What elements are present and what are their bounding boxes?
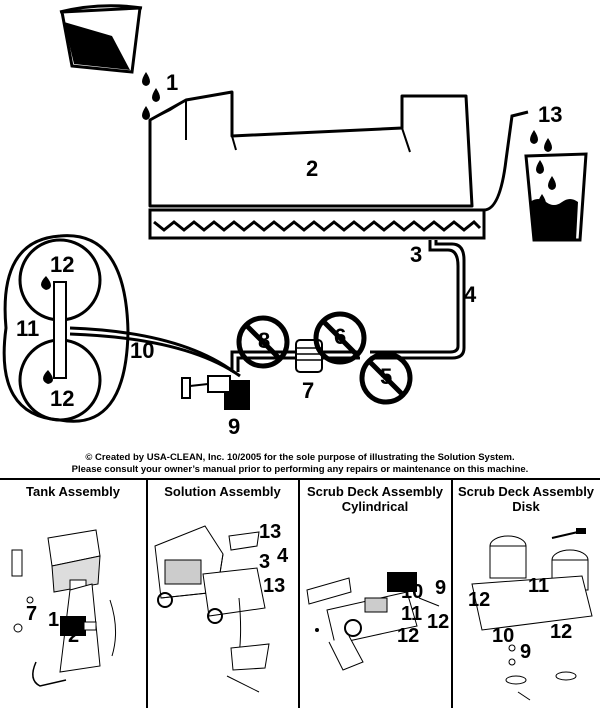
callout-2: 2 [306, 156, 319, 181]
panel-number: 12 [468, 589, 491, 611]
solution-system-diagram [2, 4, 588, 423]
tank-assembly-drawing [11, 529, 116, 687]
panel-number: 1 [48, 609, 60, 631]
panel-number: 3 [259, 551, 271, 573]
callout-5: 5 [380, 364, 393, 389]
panel-number: 9 [520, 641, 532, 663]
pouring-bucket [59, 4, 143, 74]
callout-12-bottom: 12 [50, 386, 75, 411]
callout-13: 13 [538, 102, 563, 127]
panel-number: 4 [277, 545, 289, 567]
callout-6: 6 [334, 324, 347, 349]
panel-number: 10 [492, 625, 515, 647]
solenoid-valve [181, 375, 250, 410]
crossed-circles [236, 311, 413, 405]
panel-number: 12 [397, 625, 420, 647]
callout-9: 9 [228, 414, 241, 439]
scrub-deck [2, 234, 130, 423]
callout-1: 1 [166, 70, 179, 95]
panel-number: 13 [259, 521, 282, 543]
scrub-deck-disk-drawing [471, 528, 593, 701]
callout-12-top: 12 [50, 252, 75, 277]
assembly-panels: Tank Assembly 7 1 2 Solution Assembly [0, 478, 600, 708]
panel-tank-assembly: Tank Assembly 7 1 2 [0, 480, 146, 708]
panel-number: 10 [401, 581, 424, 603]
copyright-line-2: Please consult your owner’s manual prior… [71, 464, 529, 475]
scrub-deck-cylindrical-drawing [306, 572, 440, 671]
panel-scrub-deck-disk: Scrub Deck Assembly Disk 11 12 10 12 9 [452, 480, 600, 708]
panel-title: Tank Assembly [26, 484, 120, 499]
solution-assembly-drawing [154, 525, 270, 693]
panel-number: 12 [427, 611, 450, 633]
panel-title: Scrub Deck Assembly Disk [457, 484, 595, 514]
panel-title: Scrub Deck Assembly Cylindrical [306, 484, 444, 514]
panel-number: 2 [68, 625, 80, 647]
panel-number: 11 [528, 575, 550, 597]
callout-4: 4 [464, 282, 477, 307]
callout-11: 11 [16, 316, 40, 341]
copyright-notice: © Created by USA-CLEAN, Inc. 10/2005 for… [0, 452, 600, 476]
panel-number: 7 [26, 603, 38, 625]
panel-number: 13 [263, 575, 286, 597]
solution-tank [148, 90, 486, 240]
callout-8: 8 [258, 328, 271, 353]
callout-10: 10 [130, 338, 155, 363]
panel-number: 12 [550, 621, 573, 643]
recovery-bucket [483, 110, 588, 242]
callout-3: 3 [410, 242, 423, 267]
panel-title: Solution Assembly [164, 484, 281, 499]
callout-7: 7 [302, 378, 315, 403]
panel-solution-assembly: Solution Assembly 13 3 4 13 [147, 480, 298, 708]
copyright-line-1: © Created by USA-CLEAN, Inc. 10/2005 for… [85, 452, 515, 463]
panel-number: 9 [435, 577, 447, 599]
panel-number: 11 [401, 603, 423, 625]
panel-scrub-deck-cylindrical: Scrub Deck Assembly Cylindrical 10 9 11 … [299, 480, 451, 708]
